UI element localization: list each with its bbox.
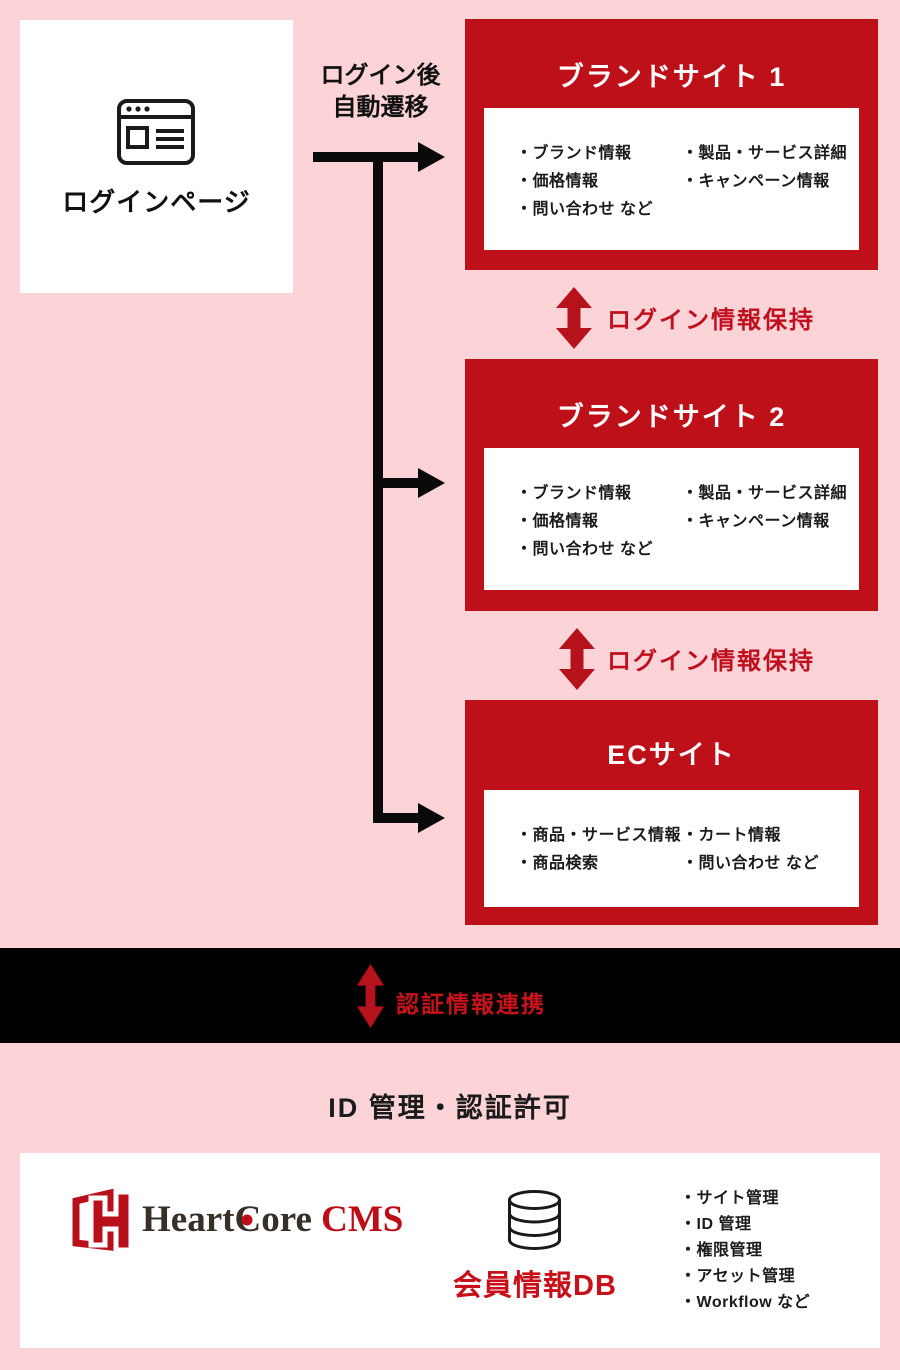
heartcore-wordmark-cms: CMS	[311, 1199, 404, 1240]
feature-column-right: ・製品・サービス詳細 ・キャンペーン情報	[682, 140, 847, 196]
browser-window-icon	[116, 98, 196, 171]
auth-link-arrow-icon	[357, 964, 384, 1033]
flow-arrowhead-ec	[418, 803, 445, 833]
id-management-heading: ID 管理・認証許可	[328, 1093, 572, 1123]
flow-arrowhead-site2	[418, 468, 445, 498]
session-keep-arrow-icon	[556, 287, 592, 354]
flow-arrowhead-site1	[418, 142, 445, 172]
feature-item: ・問い合わせ など	[516, 201, 653, 218]
feature-column-left: ・ブランド情報 ・価格情報 ・問い合わせ など	[516, 140, 653, 224]
heartcore-wordmark-part3: ore	[261, 1199, 312, 1240]
feature-item: ・問い合わせ など	[682, 855, 819, 872]
site-card-title: ブランドサイト 1	[556, 62, 787, 92]
feature-item: ・ブランド情報	[516, 145, 632, 162]
site-card-feature-panel: ・ブランド情報 ・価格情報 ・問い合わせ など ・製品・サービス詳細 ・キャンペ…	[484, 448, 859, 590]
auth-band-label: 認証情報連携	[396, 991, 546, 1017]
transition-note-line1: ログイン後	[320, 62, 441, 89]
site-card-title: ECサイト	[607, 740, 736, 770]
heartcore-wordmark: HeartCore CMS	[142, 1198, 403, 1241]
heartcore-logo-icon	[66, 1186, 134, 1257]
session-keep-arrow-icon	[559, 628, 595, 695]
cms-feature-item: ・Workflow など	[680, 1294, 811, 1311]
login-page-card: ログインページ	[20, 20, 293, 293]
session-keep-label: ログイン情報保持	[607, 307, 815, 334]
flow-line-bottom	[373, 813, 420, 823]
feature-column-left: ・ブランド情報 ・価格情報 ・問い合わせ など	[516, 480, 653, 564]
feature-item: ・問い合わせ など	[516, 541, 653, 558]
feature-column-right: ・製品・サービス詳細 ・キャンペーン情報	[682, 480, 847, 536]
cms-feature-list: ・サイト管理 ・ID 管理 ・権限管理 ・アセット管理 ・Workflow など	[680, 1186, 810, 1316]
feature-item: ・価格情報	[516, 513, 599, 530]
feature-item: ・商品・サービス情報	[516, 827, 682, 844]
site-card-feature-panel: ・商品・サービス情報 ・商品検索 ・カート情報 ・問い合わせ など	[484, 790, 859, 907]
login-page-label: ログインページ	[62, 187, 251, 217]
feature-item: ・製品・サービス詳細	[682, 145, 848, 162]
feature-item: ・キャンペーン情報	[682, 173, 830, 190]
cms-feature-item: ・サイト管理	[680, 1190, 780, 1207]
cms-feature-item: ・アセット管理	[680, 1268, 796, 1285]
transition-note-line2: 自動遷移	[332, 94, 429, 121]
site-card-feature-panel: ・ブランド情報 ・価格情報 ・問い合わせ など ・製品・サービス詳細 ・キャンペ…	[484, 108, 859, 250]
cms-feature-item: ・ID 管理	[680, 1216, 752, 1233]
feature-item: ・カート情報	[682, 827, 782, 844]
site-card-brand-1: ブランドサイト 1 ・ブランド情報 ・価格情報 ・問い合わせ など ・製品・サー…	[465, 19, 878, 270]
database-icon	[506, 1190, 563, 1255]
auth-band	[0, 948, 900, 1043]
feature-column-left: ・商品・サービス情報 ・商品検索	[516, 822, 681, 878]
feature-item: ・キャンペーン情報	[682, 513, 830, 530]
flow-line-top	[313, 152, 421, 162]
cms-feature-item: ・権限管理	[680, 1242, 763, 1259]
site-card-title: ブランドサイト 2	[556, 402, 787, 432]
feature-column-right: ・カート情報 ・問い合わせ など	[682, 822, 819, 878]
feature-item: ・ブランド情報	[516, 485, 632, 502]
feature-item: ・価格情報	[516, 173, 599, 190]
site-card-ec: ECサイト ・商品・サービス情報 ・商品検索 ・カート情報 ・問い合わせ など	[465, 700, 878, 925]
heartcore-wordmark-part1: Heart	[142, 1199, 235, 1240]
flow-line-middle	[373, 478, 420, 488]
cms-panel	[20, 1153, 880, 1348]
member-db-label: 会員情報DB	[453, 1270, 617, 1302]
feature-item: ・商品検索	[516, 855, 599, 872]
site-card-brand-2: ブランドサイト 2 ・ブランド情報 ・価格情報 ・問い合わせ など ・製品・サー…	[465, 359, 878, 611]
transition-note: ログイン後 自動遷移	[308, 60, 453, 124]
heartcore-wordmark-c: C	[234, 1198, 261, 1241]
feature-item: ・製品・サービス詳細	[682, 485, 848, 502]
session-keep-label: ログイン情報保持	[607, 648, 815, 675]
heartcore-c-dot-icon	[241, 1214, 253, 1226]
